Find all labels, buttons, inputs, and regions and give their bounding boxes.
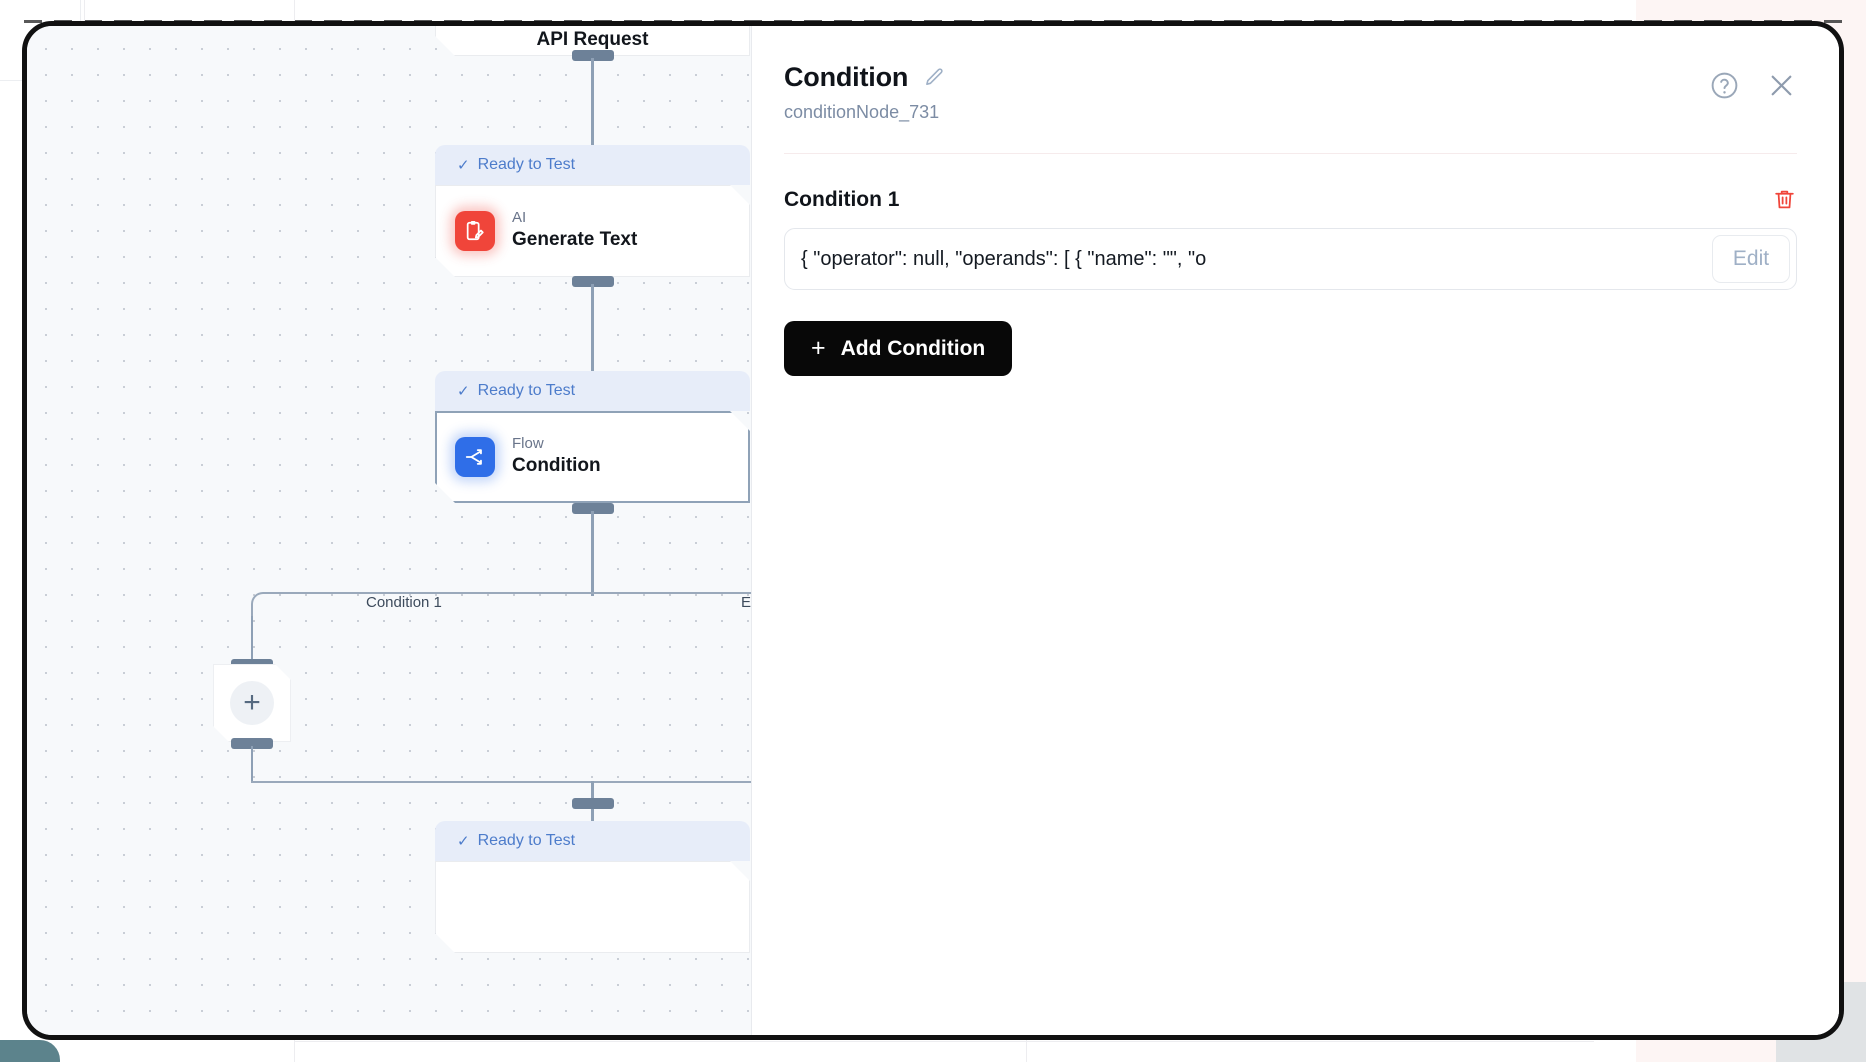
- node-kind-label: Flow: [512, 434, 544, 452]
- node-status-badge: ✓ Ready to Test: [435, 821, 750, 861]
- edge-merge: [251, 781, 751, 783]
- plus-icon: +: [243, 686, 261, 719]
- edge-connector: [591, 511, 594, 596]
- node-port-out[interactable]: [572, 503, 614, 514]
- page-background-divider: [84, 0, 85, 24]
- plus-icon: +: [811, 334, 826, 362]
- node-port-out[interactable]: [231, 738, 273, 749]
- node-status-label: Ready to Test: [477, 156, 576, 173]
- edge-connector: [591, 284, 594, 384]
- node-generate-text[interactable]: ✓ Ready to Test AI Generate Text: [435, 145, 750, 277]
- node-status-badge: ✓ Ready to Test: [435, 145, 750, 185]
- add-condition-label: Add Condition: [840, 336, 986, 360]
- edge-label-else: E: [741, 594, 752, 611]
- node-text: Flow Condition: [512, 436, 601, 478]
- page-title: Condition: [784, 62, 909, 92]
- edge-branch-left: [251, 592, 593, 618]
- flow-branch-icon: [455, 437, 495, 477]
- edge-connector: [591, 58, 594, 158]
- pencil-icon[interactable]: [922, 66, 946, 90]
- panel-header-actions: [1709, 70, 1797, 101]
- panel-title-row: Condition: [784, 62, 1797, 93]
- add-node-button[interactable]: +: [213, 664, 291, 742]
- viewport-frame: API Request ✓ Ready to Test: [22, 21, 1844, 1040]
- node-status-badge: ✓ Ready to Test: [435, 371, 750, 411]
- page-background-divider: [294, 1022, 295, 1062]
- edge-connector: [251, 616, 253, 666]
- node-card[interactable]: Flow Condition: [435, 411, 750, 503]
- check-icon: ✓: [457, 832, 470, 850]
- condition-expression-field[interactable]: { "operator": null, "operands": [ { "nam…: [784, 228, 1797, 290]
- edge-connector: [251, 746, 253, 782]
- edge-label-condition-1: Condition 1: [366, 594, 442, 611]
- condition-header-row: Condition 1: [784, 187, 1797, 212]
- node-condition[interactable]: ✓ Ready to Test Flow Conditio: [435, 371, 750, 503]
- node-card[interactable]: AI Generate Text: [435, 185, 750, 277]
- add-condition-button[interactable]: + Add Condition: [784, 321, 1013, 376]
- check-icon: ✓: [457, 382, 470, 400]
- node-kind-label: AI: [512, 208, 527, 226]
- condition-expression-value: { "operator": null, "operands": [ { "nam…: [801, 247, 1207, 270]
- node-api-request-title: API Request: [536, 29, 649, 51]
- trash-icon[interactable]: [1772, 187, 1797, 212]
- page-background-divider: [294, 1041, 1594, 1042]
- condition-label: Condition 1: [784, 187, 900, 211]
- plus-circle: +: [230, 681, 274, 725]
- node-port-out[interactable]: [572, 50, 614, 61]
- question-circle-icon[interactable]: [1709, 70, 1740, 101]
- node-card[interactable]: [435, 861, 750, 953]
- check-icon: ✓: [457, 156, 470, 174]
- close-icon[interactable]: [1766, 70, 1797, 101]
- node-title-label: Condition: [512, 455, 601, 477]
- panel-body: Condition 1 { "operator": null, "operand…: [784, 154, 1797, 376]
- node-id-label: conditionNode_731: [784, 102, 940, 122]
- panel-header: Condition conditionNode_731: [784, 62, 1797, 123]
- ai-generate-text-icon: [455, 211, 495, 251]
- panel-divider: [784, 153, 1797, 154]
- node-status-label: Ready to Test: [477, 382, 576, 399]
- page-background-accent: [0, 1040, 60, 1062]
- condition-details-panel: Condition conditionNode_731: [751, 26, 1839, 1035]
- node-port-out[interactable]: [572, 276, 614, 287]
- node-bottom[interactable]: ✓ Ready to Test: [435, 821, 750, 953]
- page-background-divider: [294, 0, 295, 24]
- node-status-label: Ready to Test: [477, 832, 576, 849]
- edit-condition-button[interactable]: Edit: [1712, 235, 1790, 283]
- node-port-in[interactable]: [572, 798, 614, 809]
- node-title-label: Generate Text: [512, 229, 638, 251]
- node-text: AI Generate Text: [512, 210, 637, 252]
- page-background-divider: [1026, 1022, 1027, 1062]
